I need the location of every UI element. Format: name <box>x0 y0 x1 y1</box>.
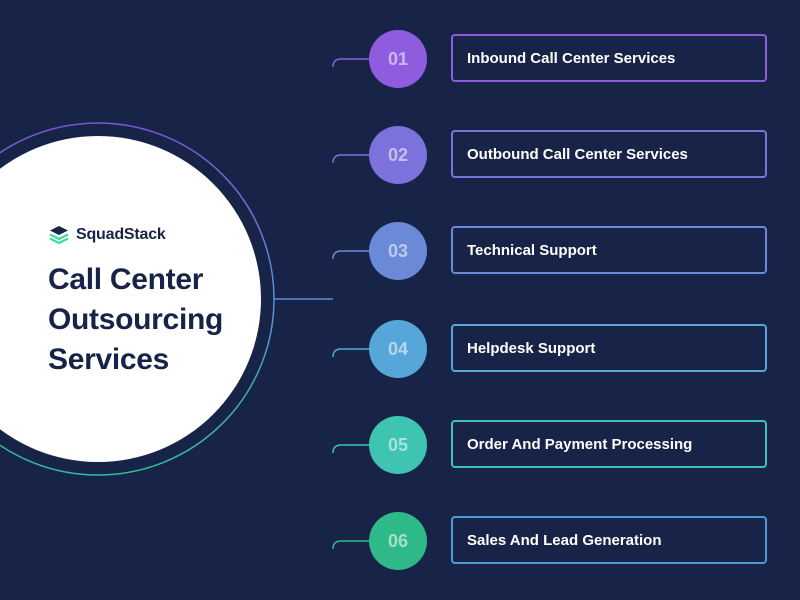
service-label: Order And Payment Processing <box>467 435 693 453</box>
hero-circle <box>0 136 261 462</box>
service-label: Sales And Lead Generation <box>467 531 662 549</box>
service-card-06[interactable]: Sales And Lead Generation <box>451 516 767 564</box>
branch-connector <box>332 58 370 68</box>
step-number: 06 <box>387 530 409 551</box>
branch-connector <box>332 348 370 358</box>
step-number: 04 <box>387 338 409 359</box>
branch-connector <box>332 444 370 454</box>
step-number: 03 <box>387 240 409 261</box>
step-number: 05 <box>387 434 409 455</box>
step-badge-04: 04 <box>369 320 427 378</box>
branch-connector <box>332 154 370 164</box>
step-number: 01 <box>387 48 409 69</box>
brand-logo: SquadStack <box>48 222 268 248</box>
title-line: Outsourcing <box>48 303 224 336</box>
step-badge-05: 05 <box>369 416 427 474</box>
brand-name: SquadStack <box>76 226 166 243</box>
service-card-04[interactable]: Helpdesk Support <box>451 324 767 372</box>
stacked-layers-icon <box>49 226 69 245</box>
service-label: Helpdesk Support <box>467 339 596 357</box>
step-badge-01: 01 <box>369 30 427 88</box>
service-card-02[interactable]: Outbound Call Center Services <box>451 130 767 178</box>
service-label: Outbound Call Center Services <box>467 145 688 163</box>
branch-connector <box>332 540 370 550</box>
service-label: Technical Support <box>467 241 597 259</box>
service-label: Inbound Call Center Services <box>467 49 676 67</box>
service-card-03[interactable]: Technical Support <box>451 226 767 274</box>
step-number: 02 <box>387 144 409 165</box>
step-badge-02: 02 <box>369 126 427 184</box>
hero-block: SquadStack Call Center Outsourcing Servi… <box>48 222 268 380</box>
title-line: Services <box>48 343 170 376</box>
service-card-01[interactable]: Inbound Call Center Services <box>451 34 767 82</box>
step-badge-03: 03 <box>369 222 427 280</box>
branch-connector <box>332 250 370 260</box>
page-title: Call Center Outsourcing Services <box>48 260 268 380</box>
title-line: Call Center <box>48 263 204 296</box>
service-card-05[interactable]: Order And Payment Processing <box>451 420 767 468</box>
step-badge-06: 06 <box>369 512 427 570</box>
